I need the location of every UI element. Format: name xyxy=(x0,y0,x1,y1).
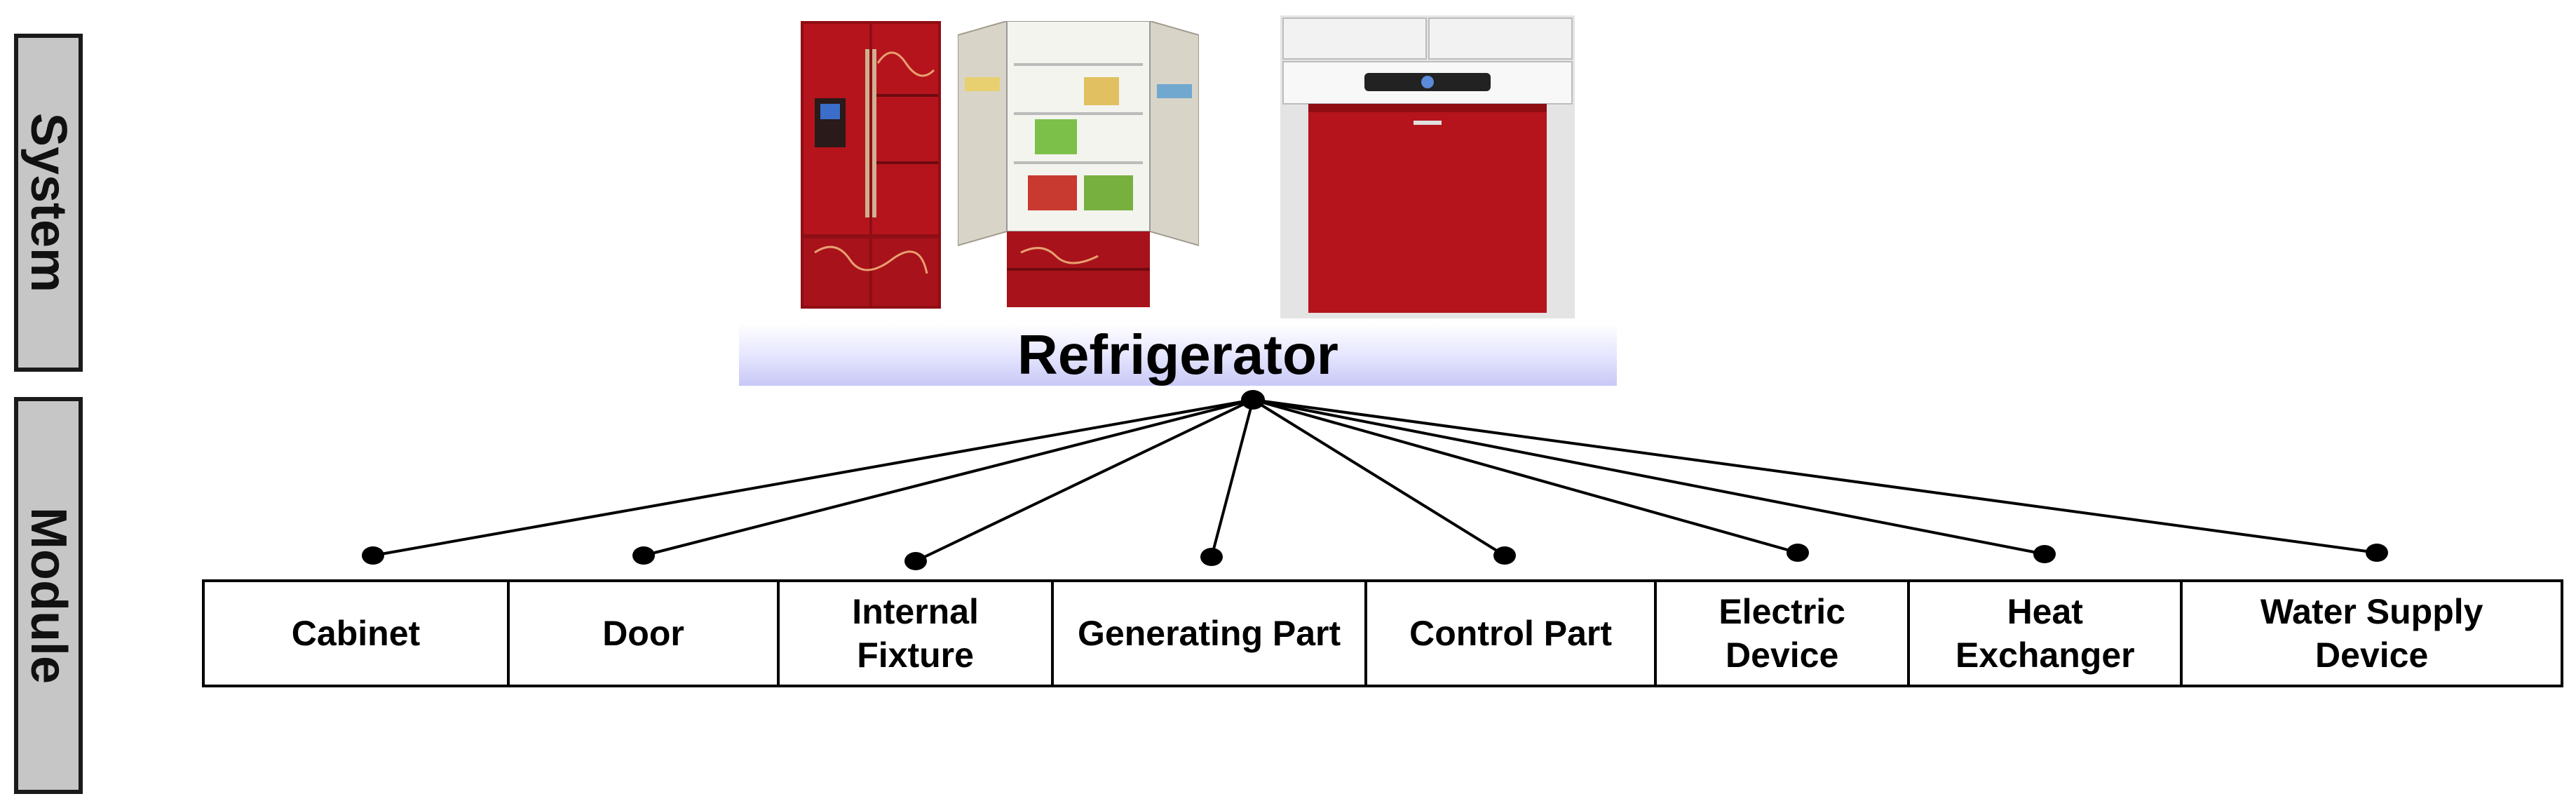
module-cell: Water Supply Device xyxy=(2183,582,2561,685)
module-row: Cabinet Door Internal Fixture Generating Pa… xyxy=(202,579,2563,687)
connector-line xyxy=(1252,398,1798,554)
closed-refrigerator-image xyxy=(801,21,941,309)
system-level-label: System xyxy=(14,34,83,372)
module-node-dot xyxy=(904,552,927,570)
module-level-label: Module xyxy=(14,397,83,794)
connector-line xyxy=(372,398,1254,557)
module-label: Electric Device xyxy=(1719,592,1845,675)
module-node-dot xyxy=(632,546,655,565)
module-node-dot xyxy=(2366,544,2388,562)
module-node-dot xyxy=(1200,548,1223,566)
connector-line xyxy=(1252,398,1506,557)
module-label: Heat Exchanger xyxy=(1955,592,2135,675)
module-cell: Heat Exchanger xyxy=(1910,582,2183,685)
module-node-dot xyxy=(362,546,384,565)
module-label: Water Supply Device xyxy=(2260,592,2483,675)
system-title: Refrigerator xyxy=(1017,323,1338,386)
system-node-dot xyxy=(1241,390,1265,410)
module-label: Control Part xyxy=(1409,614,1613,653)
module-cell: Cabinet xyxy=(205,582,510,685)
open-refrigerator-image xyxy=(958,21,1199,309)
module-cell: Generating Part xyxy=(1054,582,1368,685)
module-label: Internal Fixture xyxy=(852,592,979,675)
connector-line xyxy=(915,398,1254,563)
module-label: Cabinet xyxy=(291,614,421,653)
module-cell: Internal Fixture xyxy=(780,582,1055,685)
module-cell: Door xyxy=(510,582,780,685)
module-node-dot xyxy=(1787,544,1809,562)
kimchi-refrigerator-image xyxy=(1280,15,1575,318)
module-cell: Electric Device xyxy=(1657,582,1911,685)
system-title-band: Refrigerator xyxy=(739,324,1617,386)
connector-line xyxy=(1210,399,1254,558)
module-node-dot xyxy=(1493,546,1516,565)
connector-line xyxy=(1252,398,2378,554)
module-label: Door xyxy=(602,614,684,653)
connector-line xyxy=(1252,398,2045,556)
module-node-dot xyxy=(2033,545,2056,563)
connector-line xyxy=(643,398,1254,557)
module-label: Generating Part xyxy=(1078,614,1341,653)
module-cell: Control Part xyxy=(1367,582,1658,685)
